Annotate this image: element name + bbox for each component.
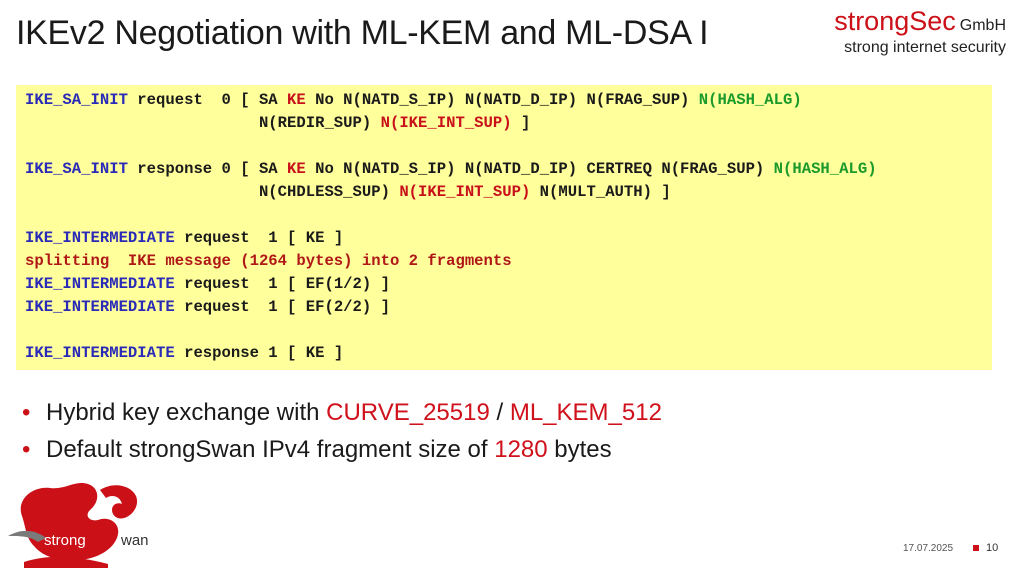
log-segment: request 1 [ EF(1/2) ]: [174, 275, 390, 293]
bullet-text: bytes: [547, 436, 612, 463]
log-segment: N(HASH_ALG): [773, 160, 877, 178]
log-segment: N(CHDLESS_SUP): [25, 183, 400, 201]
log-segment: IKE_INTERMEDIATE: [25, 344, 175, 362]
log-line: IKE_INTERMEDIATE request 1 [ EF(1/2) ]: [25, 273, 992, 296]
log-blank-line: [25, 204, 992, 227]
swan-feather: [8, 530, 46, 542]
log-line: IKE_SA_INIT request 0 [ SA KE No N(NATD_…: [25, 89, 992, 112]
bullet-highlight: CURVE_25519: [326, 399, 490, 426]
log-blank-line: [25, 135, 992, 158]
log-segment: No N(NATD_S_IP) N(NATD_D_IP) N(FRAG_SUP): [305, 91, 699, 109]
brand-suffix: GmbH: [959, 17, 1006, 34]
log-line: N(CHDLESS_SUP) N(IKE_INT_SUP) N(MULT_AUT…: [25, 181, 992, 204]
bullet-highlight: ML_KEM_512: [509, 399, 662, 426]
log-segment: request 0 [ SA: [127, 91, 288, 109]
footer-date: 17.07.2025: [903, 543, 954, 554]
log-segment: KE: [287, 160, 306, 178]
log-segment: splitting IKE message (1264 bytes) into …: [25, 252, 512, 270]
log-segment: response 1 [ KE ]: [174, 344, 344, 362]
log-segment: IKE_SA_INIT: [25, 160, 128, 178]
log-segment: IKE_INTERMEDIATE: [25, 275, 175, 293]
log-segment: KE: [287, 91, 306, 109]
log-segment: N(REDIR_SUP): [25, 114, 381, 132]
log-blank-line: [25, 319, 992, 342]
log-line: IKE_INTERMEDIATE request 1 [ EF(2/2) ]: [25, 296, 992, 319]
log-segment: response 0 [ SA: [127, 160, 288, 178]
log-line: IKE_INTERMEDIATE response 1 [ KE ]: [25, 342, 992, 365]
swan-body: [20, 483, 119, 561]
swan-head: [100, 485, 138, 519]
bullet-text: Default strongSwan IPv4 fragment size of: [46, 436, 495, 463]
log-segment: N(IKE_INT_SUP): [399, 183, 531, 201]
bullet-dot-icon: •: [22, 399, 31, 426]
bullet-item: •Hybrid key exchange with CURVE_25519 / …: [22, 394, 662, 431]
log-line: N(REDIR_SUP) N(IKE_INT_SUP) ]: [25, 112, 992, 135]
ike-log-panel: IKE_SA_INIT request 0 [ SA KE No N(NATD_…: [16, 85, 992, 370]
bullet-item: • Default strongSwan IPv4 fragment size o…: [22, 431, 662, 468]
bullet-text: Hybrid key exchange with: [46, 399, 327, 426]
slide-title: IKEv2 Negotiation with ML-KEM and ML-DSA…: [16, 14, 709, 52]
page-number: 10: [986, 542, 999, 554]
swan-wave: [24, 556, 108, 568]
logo-text-right: wan: [120, 532, 149, 549]
log-line: IKE_INTERMEDIATE request 1 [ KE ]: [25, 227, 992, 250]
strongswan-logo: strong wan: [8, 483, 149, 568]
footer-square-icon: [973, 545, 979, 551]
bullet-highlight: 1280: [494, 436, 548, 463]
log-segment: No N(NATD_S_IP) N(NATD_D_IP) CERTREQ N(F…: [305, 160, 774, 178]
bullet-text: /: [489, 399, 510, 426]
log-segment: N(IKE_INT_SUP): [380, 114, 512, 132]
log-segment: N(MULT_AUTH) ]: [530, 183, 671, 201]
brand-name: strongSec: [834, 6, 956, 36]
logo-text-left: strong: [44, 532, 86, 549]
log-segment: ]: [511, 114, 531, 132]
brand-tagline: strong internet security: [844, 39, 1006, 56]
log-line: splitting IKE message (1264 bytes) into …: [25, 250, 992, 273]
log-line: IKE_SA_INIT response 0 [ SA KE No N(NATD…: [25, 158, 992, 181]
log-segment: IKE_INTERMEDIATE: [25, 298, 175, 316]
log-segment: IKE_INTERMEDIATE: [25, 229, 175, 247]
log-segment: request 1 [ KE ]: [174, 229, 344, 247]
log-segment: N(HASH_ALG): [698, 91, 802, 109]
log-segment: IKE_SA_INIT: [25, 91, 128, 109]
log-segment: request 1 [ EF(2/2) ]: [174, 298, 390, 316]
bullet-dot-icon: •: [22, 436, 31, 463]
bullet-list: •Hybrid key exchange with CURVE_25519 / …: [22, 394, 662, 468]
